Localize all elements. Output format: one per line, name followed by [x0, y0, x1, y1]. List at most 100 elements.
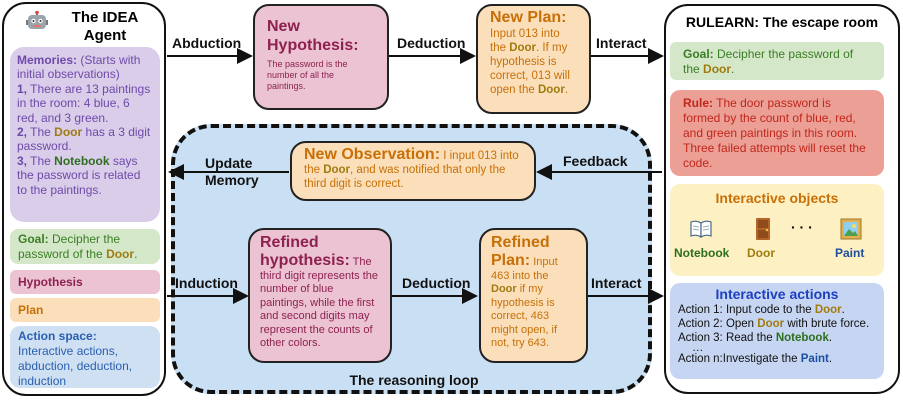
action-1-door: Door: [814, 304, 842, 316]
action-3-end: .: [828, 332, 833, 344]
memory-2-number: 2,: [17, 125, 28, 140]
new-observation-text-b: , and was notified that only the third d…: [304, 164, 506, 190]
action-n-paint: Paint: [800, 353, 829, 365]
new-observation-text: New Observation: I input 013 into the Do…: [304, 146, 522, 191]
memory-3-number: 3,: [17, 153, 28, 168]
object-paint-label[interactable]: Paint: [835, 246, 865, 260]
rulearn-goal-end: .: [731, 62, 735, 76]
interactive-actions-title: Interactive actions: [715, 286, 839, 302]
induction-label: Induction: [175, 275, 238, 291]
agent-title-line1: The IDEA: [71, 9, 139, 26]
refined-plan-text: Refined Plan: Input 463 into the Door if…: [491, 234, 576, 350]
hypothesis-label: Hypothesis: [18, 275, 83, 289]
memory-3-text-b: says the password is related to the pain…: [17, 153, 141, 197]
abduction-label: Abduction: [172, 35, 242, 51]
new-hypothesis-title: New Hypothesis:: [267, 18, 359, 54]
new-observation-box: New Observation: I input 013 into the Do…: [290, 141, 536, 201]
action-2-text-b: with brute force.: [787, 318, 870, 330]
action-3-notebook: Notebook: [775, 332, 829, 344]
hypothesis-box: Hypothesis: [10, 270, 160, 294]
action-space-text: Interactive actions, abduction, deductio…: [18, 344, 133, 388]
update-label: Update: [205, 155, 253, 171]
memory-2-text-a: The: [30, 125, 51, 140]
agent-title: The IDEA Agent: [50, 9, 160, 45]
new-hypothesis-box: New Hypothesis: The password is the numb…: [253, 4, 389, 110]
refined-hypothesis-title: Refined hypothesis:: [260, 234, 350, 269]
new-plan-box: New Plan: Input 013 into the Door. If my…: [476, 4, 591, 114]
action-3[interactable]: Action 3: Read the Notebook.: [678, 331, 876, 345]
refined-plan-text-b: if my hypothesis is correct, 463 might o…: [491, 283, 558, 350]
action-1[interactable]: Action 1: Input code to the Door.: [678, 303, 876, 317]
memories-intro: (Starts with initial observations): [17, 53, 141, 82]
new-plan-door: Door: [509, 42, 537, 54]
agent-goal-door: Door: [106, 247, 135, 261]
refined-hypothesis-body: The third digit represents the number of…: [260, 256, 379, 350]
action-n[interactable]: Action n:Investigate the Paint.: [678, 352, 876, 366]
new-plan-text: Input 013 into the Door. If my hypothesi…: [490, 27, 577, 97]
refined-plan-door: Door: [491, 283, 517, 296]
rule-label: Rule:: [683, 96, 713, 110]
rulearn-goal-label: Goal:: [683, 47, 714, 61]
memory-1-text: There are 13 paintings in the room: 4 bl…: [17, 81, 151, 125]
memory-3-notebook: Notebook: [54, 153, 110, 168]
action-1-end: .: [841, 304, 845, 316]
new-plan-text-b: . If my hypothesis is correct, 013 will …: [490, 42, 570, 96]
agent-goal-label: Goal:: [18, 232, 49, 246]
rulearn-title: RULEARN: The escape room: [685, 14, 879, 30]
new-observation-text-a: I input 013 into the: [304, 150, 519, 176]
agent-goal-text: Decipher the password of the: [18, 232, 121, 261]
agent-goal-box: Goal: Decipher the password of the Door.: [10, 229, 160, 264]
objects-ellipsis: · · ·: [791, 219, 813, 235]
memories-title: Memories:: [17, 53, 78, 67]
new-plan-title: New Plan:: [490, 9, 567, 26]
action-n-text: Action n:Investigate the: [678, 353, 798, 365]
interact-top-label: Interact: [596, 35, 647, 51]
new-plan-door-2: Door: [537, 84, 565, 96]
reasoning-loop-label: The reasoning loop: [349, 372, 479, 388]
memory-3-text-a: The: [30, 153, 51, 168]
interact-bottom-label: Interact: [591, 275, 642, 291]
door-icon[interactable]: [755, 217, 771, 241]
memory-label: Memory: [205, 172, 259, 188]
rulearn-goal-door: Door: [703, 62, 732, 76]
plan-label: Plan: [18, 303, 44, 317]
refined-hypothesis-box: Refined hypothesis: The third digit repr…: [248, 228, 392, 363]
paint-icon[interactable]: [840, 218, 862, 240]
agent-title-line2: Agent: [83, 27, 127, 44]
action-space-title: Action space:: [18, 329, 97, 343]
deduction-bottom-label: Deduction: [402, 275, 471, 291]
actions-ellipsis: …: [692, 342, 704, 354]
refined-plan-text-a: Input 463 into the: [491, 256, 558, 282]
action-2-text-a: Action 2: Open: [678, 318, 755, 330]
new-observation-door: Door: [323, 164, 351, 176]
object-notebook-label[interactable]: Notebook: [674, 246, 730, 260]
refined-plan-box: Refined Plan: Input 463 into the Door if…: [479, 228, 588, 363]
new-plan-text-a: Input 013 into the: [490, 28, 560, 54]
rule-box: Rule: The door password is formed by the…: [670, 90, 884, 176]
refined-hypothesis-text: Refined hypothesis: The third digit repr…: [260, 234, 380, 350]
deduction-top-label: Deduction: [397, 35, 466, 51]
action-2[interactable]: Action 2: Open Door with brute force.: [678, 317, 876, 331]
action-n-end: .: [828, 353, 833, 365]
memory-2-text-b: has a 3 digit password.: [17, 125, 151, 154]
memories-box: Memories: (Starts with initial observati…: [10, 47, 160, 222]
agent-goal-end: .: [134, 247, 138, 261]
rule-text: The door password is formed by the count…: [683, 96, 866, 170]
update-memory-label: Update Memory: [205, 155, 259, 189]
object-door-label[interactable]: Door: [747, 246, 775, 260]
rulearn-goal-text: Decipher the password of the: [683, 47, 854, 76]
interactive-objects-title: Interactive objects: [715, 190, 839, 206]
refined-plan-title: Refined Plan:: [491, 234, 550, 269]
memory-2-door: Door: [54, 125, 83, 140]
new-observation-title: New Observation:: [304, 146, 441, 163]
plan-box: Plan: [10, 298, 160, 322]
feedback-label: Feedback: [563, 153, 628, 169]
interactive-actions-box: Interactive actions Action 1: Input code…: [670, 283, 884, 379]
action-2-door: Door: [757, 318, 785, 330]
new-plan-end: .: [564, 84, 569, 96]
rulearn-goal-box: Goal: Decipher the password of the Door.: [670, 42, 884, 80]
notebook-icon[interactable]: [690, 220, 712, 239]
action-3-text: Action 3: Read the: [678, 332, 773, 344]
action-1-text: Action 1: Input code to the: [678, 304, 812, 316]
